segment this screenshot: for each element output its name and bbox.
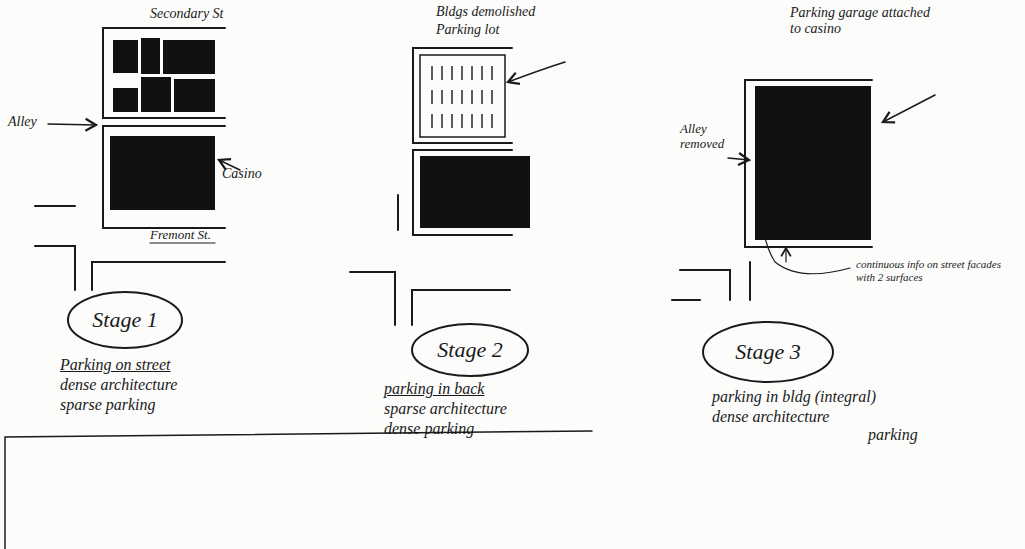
stage-ellipse: Stage 2 xyxy=(410,322,530,378)
handwritten-note: Alley xyxy=(8,114,37,130)
handwritten-note: dense architecture xyxy=(712,408,829,426)
handwritten-note: dense architecture xyxy=(60,376,177,394)
handwritten-note: Parking garage attached to casino xyxy=(790,5,940,37)
handwritten-note: Fremont St. xyxy=(150,228,211,243)
handwritten-note: parking xyxy=(868,426,918,444)
handwritten-note: Bldgs demolished xyxy=(436,4,535,20)
handwritten-note: Alley removed xyxy=(680,122,742,152)
handwritten-note: parking in back xyxy=(384,380,484,398)
handwritten-note: sparse parking xyxy=(60,396,156,414)
stage-title: Stage 3 xyxy=(735,339,800,365)
stage-title: Stage 1 xyxy=(92,307,157,333)
handwritten-note: Secondary St xyxy=(150,6,223,22)
handwritten-note: dense parking xyxy=(384,420,474,438)
handwritten-note: Casino xyxy=(222,166,262,182)
handwritten-note: sparse architecture xyxy=(384,400,507,418)
handwritten-note: continuous info on street facades with 2… xyxy=(856,258,1016,283)
handwritten-note: parking in bldg (integral) xyxy=(712,388,876,406)
stage-ellipse: Stage 1 xyxy=(66,290,184,350)
stage-title: Stage 2 xyxy=(437,337,502,363)
stage-ellipse: Stage 3 xyxy=(701,320,835,384)
handwritten-note: Parking on street xyxy=(60,356,171,374)
handwritten-note: Parking lot xyxy=(436,22,499,38)
